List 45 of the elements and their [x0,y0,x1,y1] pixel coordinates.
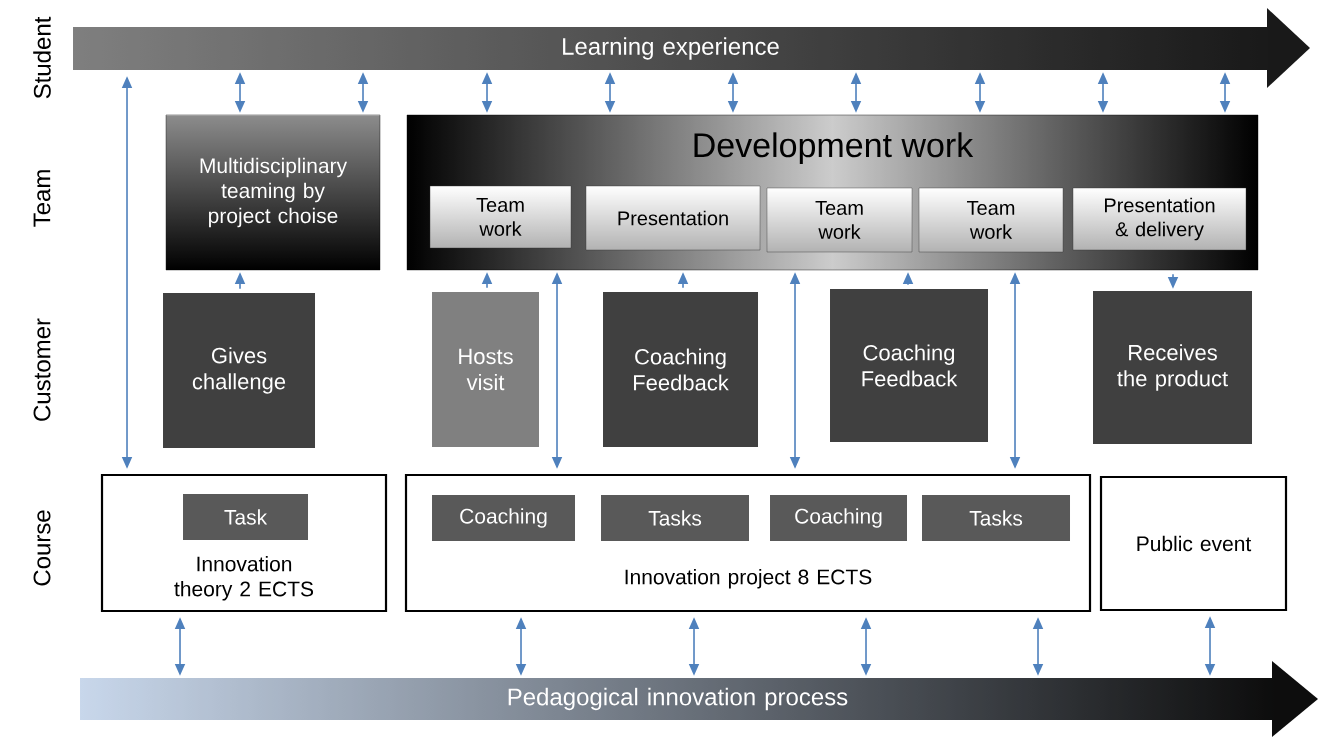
arrow [175,618,186,675]
arrow [482,273,493,289]
arrow [678,273,689,289]
arrow [552,273,563,468]
arrow [1010,273,1021,468]
arrow [861,618,872,675]
arrow [851,73,862,112]
row-label: Team [33,170,51,227]
step-box: Team work [766,187,913,253]
arrow [516,618,527,675]
step-box: Presentation & delivery [1072,187,1247,251]
row-label: Customer [33,318,51,421]
arrow [482,73,493,112]
row-label: Course [33,510,51,586]
arrow [358,73,369,112]
step-box: Presentation [585,185,761,251]
arrow [605,73,616,112]
arrow [689,618,700,675]
process-box: Gives challenge [163,293,315,448]
process-box: Coaching Feedback [603,292,758,447]
task-box: Coaching [770,495,907,541]
arrow [235,73,246,112]
task-box: Tasks [601,495,749,541]
task-box: Coaching [432,495,575,541]
process-box: Receives the product [1093,291,1252,444]
arrow [1220,73,1231,112]
task-box: Tasks [922,495,1070,541]
step-box: Team work [429,185,572,249]
arrow [1098,73,1109,112]
step-box: Team work [918,187,1064,253]
arrow [1168,273,1179,288]
arrow [1033,618,1044,675]
arrow [903,273,914,286]
task-box: Task [183,494,308,540]
process-box: Multidisciplinary teaming by project choise [165,114,381,271]
process-box: Coaching Feedback [830,289,988,442]
process-box: Hosts visit [432,292,539,447]
row-label: Student [33,16,51,99]
arrow [790,273,801,468]
course-box: Public event [1099,475,1288,612]
arrow [975,73,986,112]
arrow [728,73,739,112]
arrow [122,77,133,468]
arrow [235,273,246,290]
arrow [1205,617,1216,675]
